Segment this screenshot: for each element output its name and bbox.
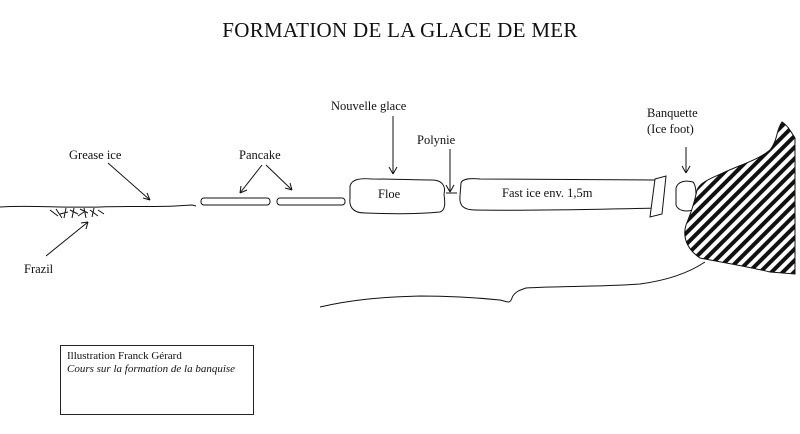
pancake-piece-1	[200, 197, 271, 206]
frazil-arrow	[45, 221, 89, 257]
pancake-arrow-left	[239, 164, 263, 194]
grease-ice-arrow	[107, 162, 151, 201]
shore-land	[684, 121, 796, 275]
credit-author: Illustration Franck Gérard	[67, 350, 182, 362]
credit-source: Cours sur la formation de la banquise	[67, 363, 236, 375]
label-pancake: Pancake	[239, 148, 281, 162]
label-frazil: Frazil	[24, 262, 54, 276]
label-polynie: Polynie	[417, 133, 456, 147]
label-nouvelle-glace: Nouvelle glace	[331, 99, 407, 113]
floe-block	[349, 178, 446, 215]
water-surface-line	[0, 204, 197, 208]
credit-box: Illustration Franck Gérard Cours sur la …	[60, 345, 254, 415]
fast-ice-edge	[649, 175, 667, 218]
pancake-arrow-right	[265, 164, 293, 191]
sea-floor	[319, 261, 706, 308]
pancake-piece-2	[276, 197, 346, 206]
frazil-crystals	[49, 207, 105, 219]
diagram-title: FORMATION DE LA GLACE DE MER	[222, 18, 578, 42]
label-ice-foot: (Ice foot)	[647, 122, 694, 136]
label-fast-ice: Fast ice env. 1,5m	[502, 186, 593, 200]
label-floe: Floe	[378, 187, 401, 201]
label-grease-ice: Grease ice	[69, 148, 122, 162]
label-banquette: Banquette	[647, 106, 698, 120]
